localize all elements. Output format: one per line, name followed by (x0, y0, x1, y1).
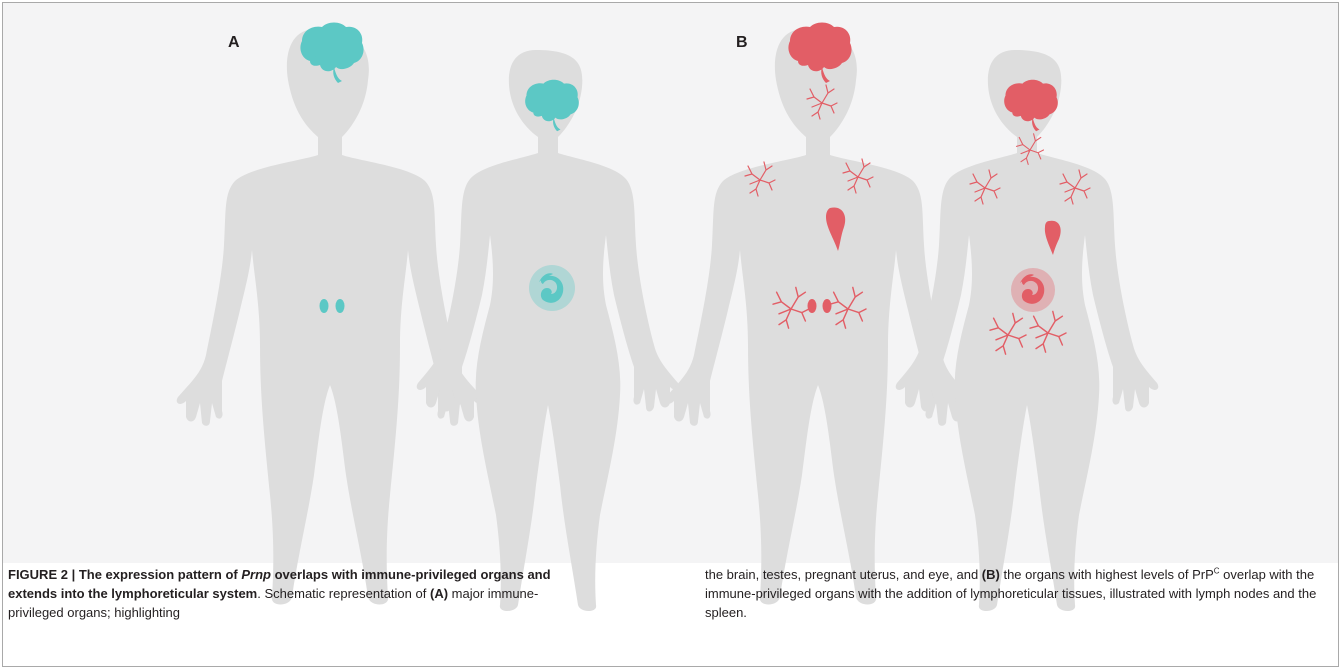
gene-name: Prnp (241, 567, 271, 582)
figure-label: FIGURE 2 | The expression pattern of (8, 567, 238, 582)
male-figure-a (177, 23, 484, 605)
testes-highlight (823, 299, 832, 313)
panel-a (177, 23, 680, 612)
female-figure-a (417, 50, 680, 611)
panel-ref-a: (A) (430, 586, 448, 601)
eye-highlight (531, 108, 538, 113)
caption-text: the brain, testes, pregnant uterus, and … (705, 567, 982, 582)
pregnant-uterus-highlight (529, 265, 575, 311)
panel-label-a: A (228, 34, 240, 52)
male-silhouette (177, 29, 484, 605)
title-period: . (257, 586, 261, 601)
eye-highlight (1012, 108, 1019, 113)
female-silhouette (417, 50, 680, 611)
female-figure-b (896, 50, 1159, 611)
caption-text: Schematic representation of (264, 586, 426, 601)
panel-ref-b: (B) (982, 567, 1000, 582)
male-figure-b (665, 23, 972, 605)
testes-highlight (808, 299, 817, 313)
caption-right-column: the brain, testes, pregnant uterus, and … (705, 565, 1335, 622)
superscript-c: C (1214, 567, 1220, 576)
testes-highlight (336, 299, 345, 313)
eye-highlight (308, 55, 316, 61)
female-silhouette (896, 50, 1159, 611)
testes-highlight (320, 299, 329, 313)
male-silhouette (665, 29, 972, 605)
caption-left-column: FIGURE 2 | The expression pattern of Prn… (8, 565, 568, 641)
panel-b (665, 23, 1159, 612)
caption-text: the organs with highest levels of PrP (1003, 567, 1213, 582)
panel-label-b: B (736, 34, 748, 52)
eye-highlight (798, 55, 806, 61)
